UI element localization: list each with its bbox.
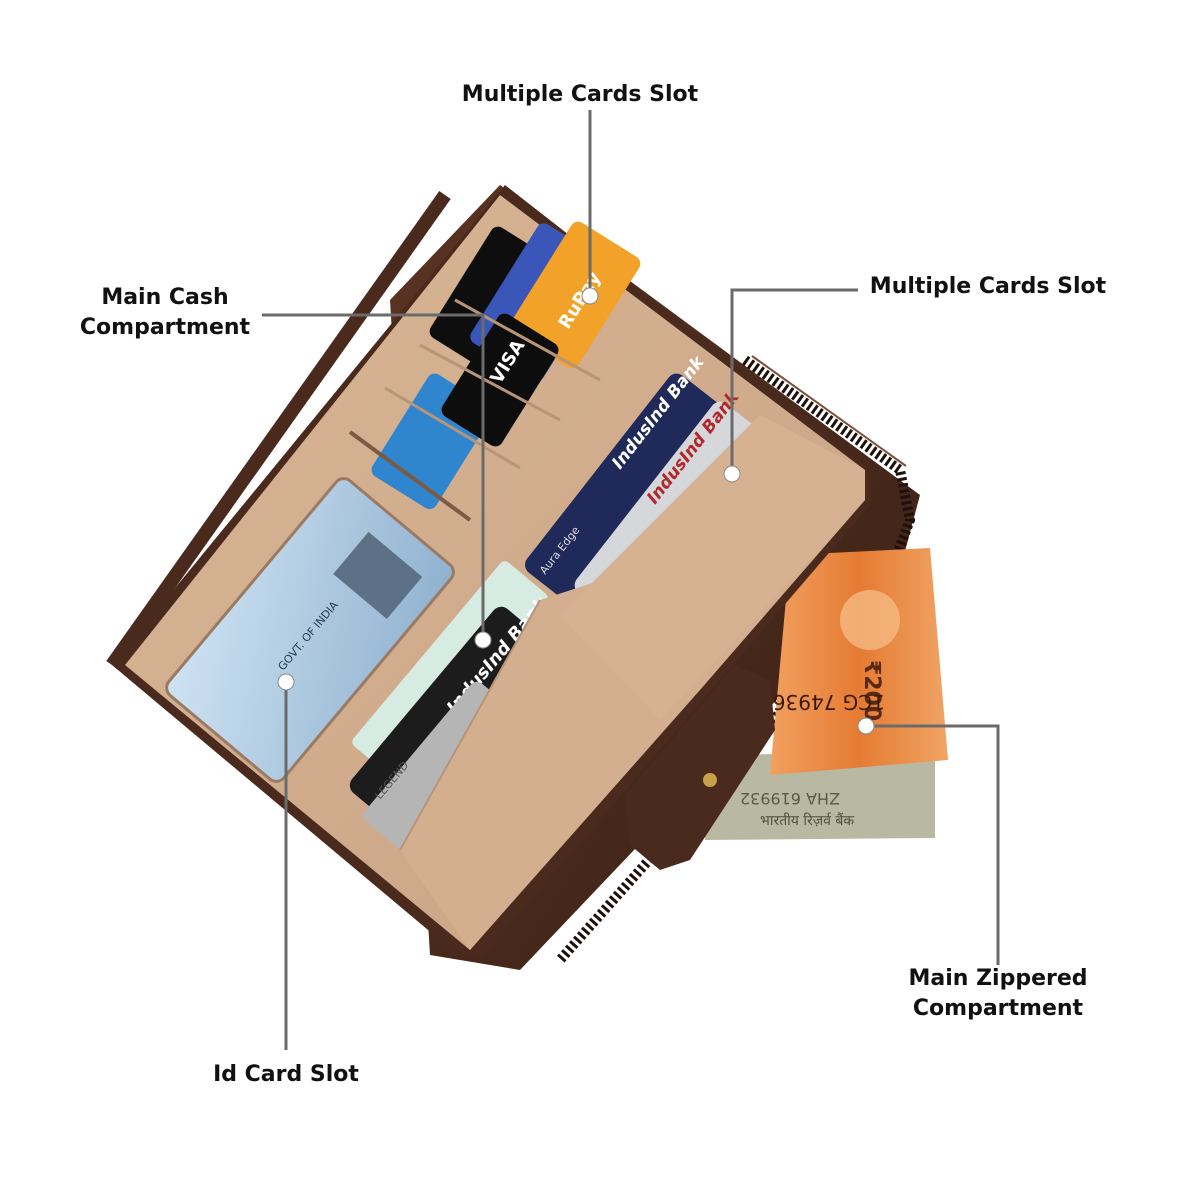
id-card-window: GOVT. OF INDIA bbox=[165, 477, 455, 783]
label-line: Multiple Cards Slot bbox=[461, 82, 699, 107]
label-line: Compartment bbox=[79, 315, 251, 340]
label-line: Compartment bbox=[912, 996, 1084, 1021]
label-multiple-cards-slot-top: Multiple Cards Slot bbox=[430, 80, 730, 110]
pocket-fronts bbox=[399, 415, 865, 950]
marker-cards-right bbox=[723, 465, 741, 483]
leader-line-cards-right bbox=[730, 288, 858, 474]
marker-id bbox=[277, 673, 295, 691]
card-slot-stack-top: VISA RuPay bbox=[348, 221, 641, 522]
label-multiple-cards-slot-right: Multiple Cards Slot bbox=[858, 272, 1118, 302]
marker-cash bbox=[474, 631, 492, 649]
svg-text:भारतीय रिज़र्व बैंक: भारतीय रिज़र्व बैंक bbox=[760, 812, 854, 829]
note-serial: 1CG 749367 bbox=[760, 690, 885, 714]
marker-cards-top bbox=[581, 287, 599, 305]
banknote-500: ZHA 619932 भारतीय रिज़र्व बैंक bbox=[705, 752, 935, 840]
callout-markers bbox=[277, 287, 875, 735]
banknote-200: ₹200 1CG 749367 bbox=[760, 548, 948, 775]
svg-text:ZHA 619932: ZHA 619932 bbox=[740, 789, 840, 808]
leader-lines bbox=[262, 110, 1000, 1050]
label-id-card-slot: Id Card Slot bbox=[176, 1060, 396, 1090]
label-line: Main Cash bbox=[101, 285, 229, 310]
marker-zip bbox=[857, 717, 875, 735]
label-line: Multiple Cards Slot bbox=[869, 274, 1107, 299]
leader-line-zip bbox=[866, 724, 1000, 965]
snap-tab bbox=[625, 665, 775, 870]
leader-line-cash bbox=[262, 313, 485, 640]
label-line: Main Zippered bbox=[908, 966, 1088, 991]
label-line: Id Card Slot bbox=[213, 1062, 359, 1087]
label-main-cash-compartment: Main Cash Compartment bbox=[60, 283, 270, 343]
note-denomination: ₹200 bbox=[859, 660, 884, 721]
label-main-zippered-compartment: Main Zippered Compartment bbox=[880, 964, 1116, 1024]
